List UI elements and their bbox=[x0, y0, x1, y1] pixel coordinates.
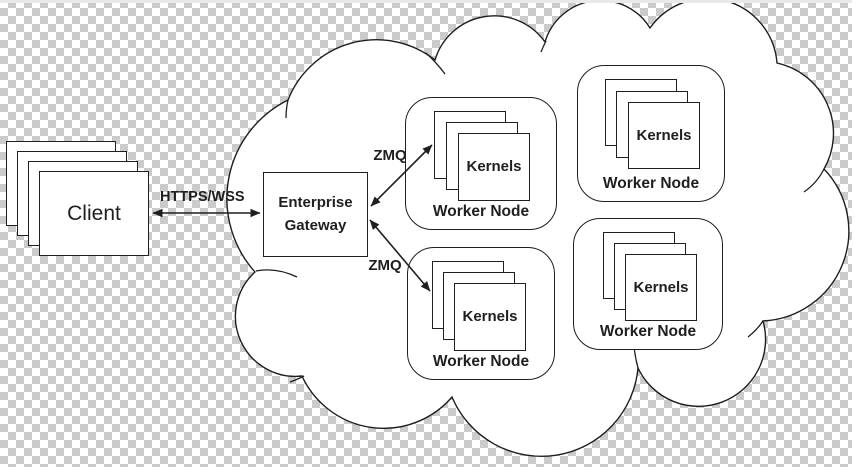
https-wss-label: HTTPS/WSS bbox=[160, 189, 245, 205]
worker-node: Kernels Worker Node bbox=[577, 65, 725, 202]
enterprise-gateway-label: Enterprise Gateway bbox=[278, 194, 353, 234]
client-label: Client bbox=[67, 201, 121, 225]
worker-node: Kernels Worker Node bbox=[407, 247, 555, 380]
kernels-node: Kernels bbox=[454, 283, 526, 351]
cloud-arc-spur bbox=[540, 40, 547, 53]
enterprise-gateway-node: Enterprise Gateway bbox=[263, 172, 368, 257]
worker-node: Kernels Worker Node bbox=[573, 218, 723, 350]
zmq-label-top: ZMQ bbox=[373, 147, 407, 164]
cloud-arc-spur bbox=[255, 269, 298, 278]
zmq-label-bottom: ZMQ bbox=[368, 257, 402, 274]
cloud-arc-spur bbox=[285, 99, 289, 119]
worker-node-label: Worker Node bbox=[602, 174, 700, 192]
window-right-edge bbox=[852, 0, 857, 467]
cloud-arc-spur bbox=[425, 52, 446, 75]
client-node: Client bbox=[39, 171, 149, 256]
worker-node: Kernels Worker Node bbox=[405, 97, 557, 230]
kernels-node: Kernels bbox=[458, 133, 530, 201]
cloud-arc-spur bbox=[289, 375, 305, 383]
cloud-arc-spur bbox=[803, 168, 825, 193]
kernels-node: Kernels bbox=[625, 254, 697, 321]
kernels-label: Kernels bbox=[636, 126, 692, 144]
worker-node-label: Worker Node bbox=[432, 202, 530, 220]
window-top-edge bbox=[0, 0, 857, 3]
kernels-label: Kernels bbox=[633, 278, 689, 296]
kernels-label: Kernels bbox=[462, 308, 518, 326]
worker-node-label: Worker Node bbox=[432, 352, 530, 370]
worker-node-label: Worker Node bbox=[599, 322, 697, 340]
kernels-node: Kernels bbox=[628, 102, 700, 169]
kernels-label: Kernels bbox=[466, 158, 522, 176]
cloud-arc-spur bbox=[747, 320, 764, 338]
